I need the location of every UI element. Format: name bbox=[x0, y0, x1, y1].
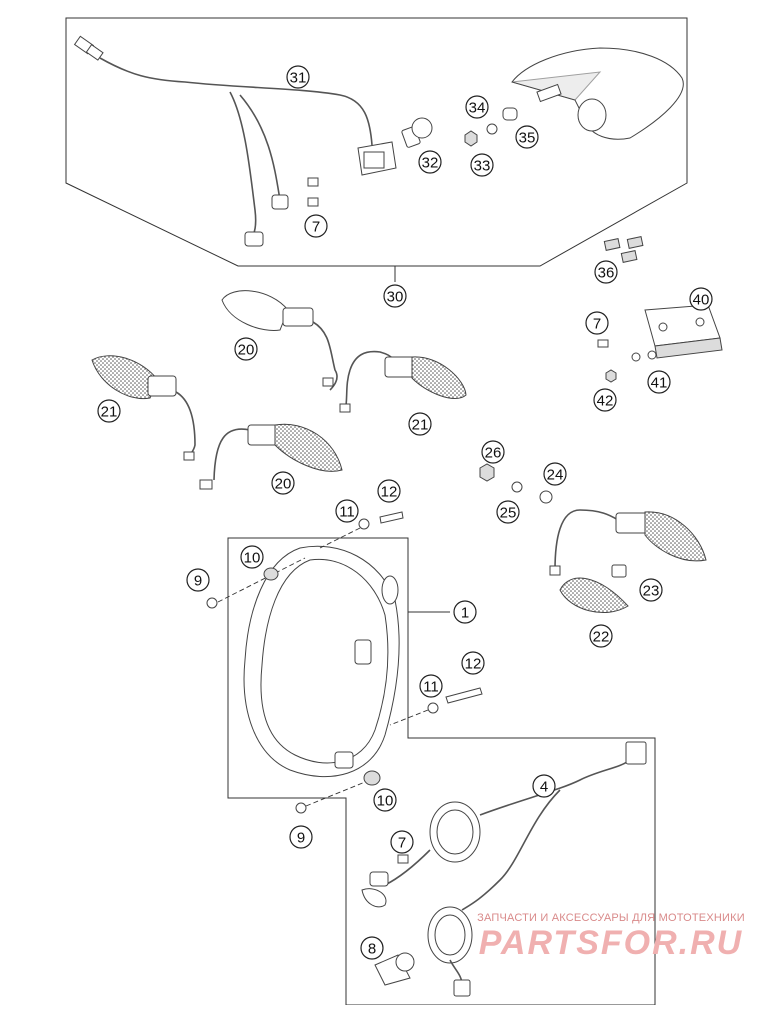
callout-12: 12 bbox=[377, 479, 401, 503]
callout-label: 23 bbox=[643, 583, 660, 600]
callout-20: 20 bbox=[234, 337, 258, 361]
callout-label: 26 bbox=[485, 445, 502, 462]
callout-31: 31 bbox=[286, 65, 310, 89]
callout-label: 35 bbox=[519, 130, 536, 147]
callout-11: 11 bbox=[335, 499, 359, 523]
rubber-pads bbox=[603, 236, 644, 263]
callout-33: 33 bbox=[470, 153, 494, 177]
watermark-logo: PARTSFOR.RU bbox=[478, 924, 744, 962]
callout-40: 40 bbox=[689, 287, 713, 311]
callout-label: 41 bbox=[651, 375, 668, 392]
callout-24: 24 bbox=[543, 462, 567, 486]
callout-20: 20 bbox=[271, 471, 295, 495]
callout-11: 11 bbox=[419, 674, 443, 698]
callout-21: 21 bbox=[97, 399, 121, 423]
callout-label: 42 bbox=[597, 393, 614, 410]
callout-label: 30 bbox=[387, 289, 404, 306]
wiring-harness bbox=[73, 35, 397, 247]
turn-signal-front-left bbox=[221, 290, 338, 391]
callout-10: 10 bbox=[373, 788, 397, 812]
callout-label: 22 bbox=[593, 629, 610, 646]
callout-7: 7 bbox=[585, 311, 609, 335]
callout-9: 9 bbox=[289, 825, 313, 849]
callout-label: 7 bbox=[593, 316, 601, 333]
callout-36: 36 bbox=[594, 260, 618, 284]
callout-label: 24 bbox=[547, 467, 564, 484]
callout-7: 7 bbox=[390, 830, 414, 854]
callout-8: 8 bbox=[360, 936, 384, 960]
turn-signal-side-right bbox=[479, 463, 707, 613]
tail-bulb bbox=[401, 117, 433, 148]
callout-label: 40 bbox=[693, 292, 710, 309]
turn-signal-front-right bbox=[199, 423, 343, 490]
callout-label: 32 bbox=[422, 155, 439, 172]
callout-label: 7 bbox=[312, 219, 320, 236]
tail-fasteners bbox=[464, 107, 518, 147]
license-plate-light bbox=[597, 304, 723, 383]
callout-label: 11 bbox=[423, 679, 439, 696]
callout-label: 8 bbox=[368, 941, 376, 958]
turn-signal-rear-right bbox=[339, 350, 467, 413]
callout-label: 7 bbox=[398, 835, 406, 852]
callout-label: 21 bbox=[101, 404, 118, 421]
callout-1: 1 bbox=[453, 600, 477, 624]
headlight-fasteners bbox=[206, 511, 483, 814]
callout-label: 1 bbox=[461, 605, 469, 622]
callout-26: 26 bbox=[481, 440, 505, 464]
callout-label: 36 bbox=[598, 265, 615, 282]
callout-4: 4 bbox=[532, 774, 556, 798]
watermark-tagline: ЗАПЧАСТИ И АКСЕССУАРЫ ДЛЯ МОТОТЕХНИКИ bbox=[477, 912, 745, 924]
callout-30: 30 bbox=[383, 284, 407, 308]
callout-35: 35 bbox=[515, 125, 539, 149]
callout-21: 21 bbox=[408, 412, 432, 436]
callout-label: 12 bbox=[381, 484, 398, 501]
callout-label: 9 bbox=[194, 573, 202, 590]
callout-label: 10 bbox=[377, 793, 394, 810]
callout-label: 9 bbox=[297, 830, 305, 847]
callout-42: 42 bbox=[593, 388, 617, 412]
callout-23: 23 bbox=[639, 578, 663, 602]
callout-10: 10 bbox=[240, 545, 264, 569]
callout-label: 10 bbox=[244, 550, 261, 567]
callout-label: 4 bbox=[540, 779, 548, 796]
callout-34: 34 bbox=[465, 95, 489, 119]
callout-41: 41 bbox=[647, 370, 671, 394]
headlight-housing bbox=[243, 545, 400, 777]
callout-label: 11 bbox=[339, 504, 355, 521]
callout-label: 20 bbox=[238, 342, 255, 359]
callout-22: 22 bbox=[589, 624, 613, 648]
callout-label: 34 bbox=[469, 100, 486, 117]
callout-32: 32 bbox=[418, 150, 442, 174]
callout-label: 20 bbox=[275, 476, 292, 493]
callout-label: 25 bbox=[500, 505, 517, 522]
headlight-wiring bbox=[361, 741, 647, 997]
watermark: ЗАПЧАСТИ И АКСЕССУАРЫ ДЛЯ МОТОТЕХНИКИ PA… bbox=[456, 912, 766, 963]
turn-signal-rear-left bbox=[91, 355, 196, 461]
callout-label: 33 bbox=[474, 158, 491, 175]
tail-light-assembly-frame bbox=[65, 17, 688, 267]
callout-12: 12 bbox=[461, 651, 485, 675]
callout-label: 21 bbox=[412, 417, 429, 434]
callout-label: 12 bbox=[465, 656, 482, 673]
callout-7: 7 bbox=[304, 214, 328, 238]
callout-9: 9 bbox=[186, 568, 210, 592]
callout-label: 31 bbox=[290, 70, 307, 87]
tail-lamp-housing bbox=[511, 47, 684, 140]
callout-25: 25 bbox=[496, 500, 520, 524]
